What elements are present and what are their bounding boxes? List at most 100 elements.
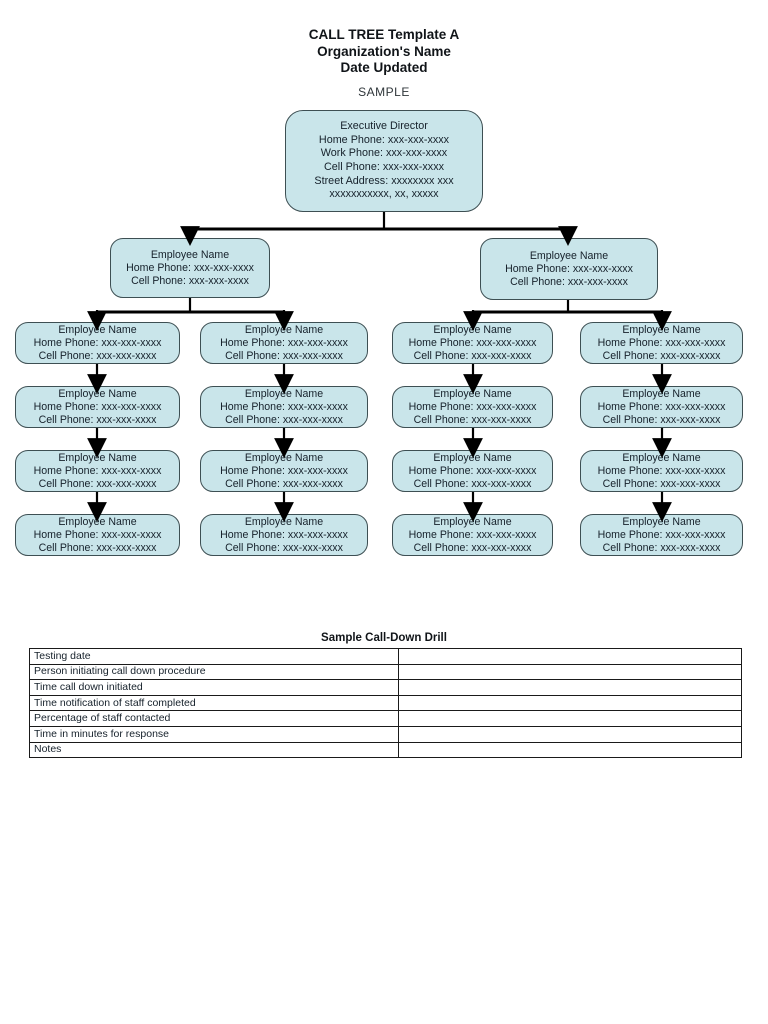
employee-box-col2-row1: Employee Name Home Phone: xxx-xxx-xxxx C… <box>200 322 368 364</box>
employee-cell-phone: Cell Phone: xxx-xxx-xxxx <box>38 541 157 554</box>
employee-box-col1-row1: Employee Name Home Phone: xxx-xxx-xxxx C… <box>15 322 180 364</box>
employee-box-col1-row4: Employee Name Home Phone: xxx-xxx-xxxx C… <box>15 514 180 556</box>
employee-box-col2-row3: Employee Name Home Phone: xxx-xxx-xxxx C… <box>200 450 368 492</box>
employee-cell-phone: Cell Phone: xxx-xxx-xxxx <box>131 274 249 287</box>
document-title-line2: Organization's Name <box>317 43 451 59</box>
employee-home-phone: Home Phone: xxx-xxx-xxxx <box>33 336 162 349</box>
employee-name: Employee Name <box>529 249 609 262</box>
document-header: CALL TREE Template A Organization's Name… <box>0 27 768 99</box>
executive-title: Executive Director <box>340 120 428 133</box>
employee-box-col3-row3: Employee Name Home Phone: xxx-xxx-xxxx C… <box>392 450 553 492</box>
executive-home-phone: Home Phone: xxx-xxx-xxxx <box>318 133 450 146</box>
table-cell-value <box>398 694 742 712</box>
drill-table: Testing date Person initiating call down… <box>28 648 742 759</box>
employee-box-col4-row4: Employee Name Home Phone: xxx-xxx-xxxx C… <box>580 514 743 556</box>
employee-name: Employee Name <box>622 515 701 528</box>
employee-name: Employee Name <box>58 387 137 400</box>
table-cell-label: Notes <box>28 741 400 759</box>
table-cell-label: Time in minutes for response <box>28 725 400 743</box>
employee-home-phone: Home Phone: xxx-xxx-xxxx <box>597 400 726 413</box>
employee-box-col3-row4: Employee Name Home Phone: xxx-xxx-xxxx C… <box>392 514 553 556</box>
employee-name: Employee Name <box>244 323 324 336</box>
employee-cell-phone: Cell Phone: xxx-xxx-xxxx <box>602 541 721 554</box>
employee-home-phone: Home Phone: xxx-xxx-xxxx <box>220 464 348 477</box>
employee-cell-phone: Cell Phone: xxx-xxx-xxxx <box>413 477 532 490</box>
employee-box-col3-row1: Employee Name Home Phone: xxx-xxx-xxxx C… <box>392 322 553 364</box>
employee-home-phone: Home Phone: xxx-xxx-xxxx <box>126 261 254 274</box>
employee-cell-phone: Cell Phone: xxx-xxx-xxxx <box>38 477 157 490</box>
table-cell-value <box>398 648 742 665</box>
table-row: Time call down initiated <box>28 679 742 696</box>
employee-name: Employee Name <box>622 323 701 336</box>
table-row: Percentage of staff contacted <box>28 710 742 727</box>
employee-cell-phone: Cell Phone: xxx-xxx-xxxx <box>413 349 532 362</box>
employee-name: Employee Name <box>622 451 701 464</box>
employee-name: Employee Name <box>58 451 137 464</box>
employee-home-phone: Home Phone: xxx-xxx-xxxx <box>408 464 537 477</box>
employee-name: Employee Name <box>58 515 137 528</box>
employee-cell-phone: Cell Phone: xxx-xxx-xxxx <box>602 413 721 426</box>
table-cell-value <box>398 710 742 727</box>
employee-home-phone: Home Phone: xxx-xxx-xxxx <box>220 336 348 349</box>
employee-cell-phone: Cell Phone: xxx-xxx-xxxx <box>225 349 343 362</box>
table-row: Person initiating call down procedure <box>28 663 742 681</box>
employee-cell-phone: Cell Phone: xxx-xxx-xxxx <box>38 413 157 426</box>
employee-box-level2-right: Employee Name Home Phone: xxx-xxx-xxxx C… <box>480 238 658 300</box>
employee-name: Employee Name <box>433 451 512 464</box>
employee-cell-phone: Cell Phone: xxx-xxx-xxxx <box>413 413 532 426</box>
employee-name: Employee Name <box>433 323 512 336</box>
employee-name: Employee Name <box>244 515 324 528</box>
table-cell-label: Percentage of staff contacted <box>28 710 400 727</box>
table-cell-value <box>398 741 742 759</box>
employee-box-col3-row2: Employee Name Home Phone: xxx-xxx-xxxx C… <box>392 386 553 428</box>
table-row: Time notification of staff completed <box>28 694 742 712</box>
document-title-line3: Date Updated <box>340 60 428 75</box>
employee-name: Employee Name <box>244 451 324 464</box>
employee-cell-phone: Cell Phone: xxx-xxx-xxxx <box>225 541 343 554</box>
employee-home-phone: Home Phone: xxx-xxx-xxxx <box>408 528 537 541</box>
table-row: Notes <box>28 741 742 759</box>
employee-box-level2-left: Employee Name Home Phone: xxx-xxx-xxxx C… <box>110 238 270 298</box>
employee-cell-phone: Cell Phone: xxx-xxx-xxxx <box>225 413 343 426</box>
table-cell-label: Person initiating call down procedure <box>28 663 400 681</box>
table-cell-value <box>398 663 742 681</box>
table-cell-value <box>398 725 742 743</box>
employee-home-phone: Home Phone: xxx-xxx-xxxx <box>220 528 348 541</box>
employee-cell-phone: Cell Phone: xxx-xxx-xxxx <box>38 349 157 362</box>
table-cell-label: Time notification of staff completed <box>28 694 400 712</box>
employee-box-col4-row1: Employee Name Home Phone: xxx-xxx-xxxx C… <box>580 322 743 364</box>
table-cell-label: Testing date <box>28 648 400 665</box>
employee-box-col2-row2: Employee Name Home Phone: xxx-xxx-xxxx C… <box>200 386 368 428</box>
employee-home-phone: Home Phone: xxx-xxx-xxxx <box>220 400 348 413</box>
employee-name: Employee Name <box>622 387 701 400</box>
table-cell-label: Time call down initiated <box>28 679 400 696</box>
employee-box-col2-row4: Employee Name Home Phone: xxx-xxx-xxxx C… <box>200 514 368 556</box>
employee-home-phone: Home Phone: xxx-xxx-xxxx <box>33 400 162 413</box>
table-cell-value <box>398 679 742 696</box>
employee-home-phone: Home Phone: xxx-xxx-xxxx <box>408 336 537 349</box>
executive-work-phone: Work Phone: xxx-xxx-xxxx <box>320 147 448 160</box>
employee-home-phone: Home Phone: xxx-xxx-xxxx <box>597 336 726 349</box>
employee-box-col1-row3: Employee Name Home Phone: xxx-xxx-xxxx C… <box>15 450 180 492</box>
employee-box-col4-row3: Employee Name Home Phone: xxx-xxx-xxxx C… <box>580 450 743 492</box>
employee-box-col4-row2: Employee Name Home Phone: xxx-xxx-xxxx C… <box>580 386 743 428</box>
table-row: Time in minutes for response <box>28 725 742 743</box>
employee-cell-phone: Cell Phone: xxx-xxx-xxxx <box>510 275 628 288</box>
employee-home-phone: Home Phone: xxx-xxx-xxxx <box>597 528 726 541</box>
executive-street-address: Street Address: xxxxxxxx xxx <box>314 174 454 187</box>
employee-name: Employee Name <box>150 248 230 261</box>
employee-name: Employee Name <box>433 387 512 400</box>
employee-cell-phone: Cell Phone: xxx-xxx-xxxx <box>413 541 532 554</box>
employee-home-phone: Home Phone: xxx-xxx-xxxx <box>33 528 162 541</box>
employee-name: Employee Name <box>58 323 137 336</box>
employee-name: Employee Name <box>433 515 512 528</box>
employee-home-phone: Home Phone: xxx-xxx-xxxx <box>597 464 726 477</box>
employee-cell-phone: Cell Phone: xxx-xxx-xxxx <box>225 477 343 490</box>
executive-city-state-zip: xxxxxxxxxxx, xx, xxxxx <box>329 188 439 201</box>
document-title-line1: CALL TREE Template A <box>308 27 460 42</box>
employee-home-phone: Home Phone: xxx-xxx-xxxx <box>33 464 162 477</box>
executive-cell-phone: Cell Phone: xxx-xxx-xxxx <box>324 161 444 173</box>
drill-table-title: Sample Call-Down Drill <box>321 632 447 644</box>
employee-cell-phone: Cell Phone: xxx-xxx-xxxx <box>602 349 721 362</box>
